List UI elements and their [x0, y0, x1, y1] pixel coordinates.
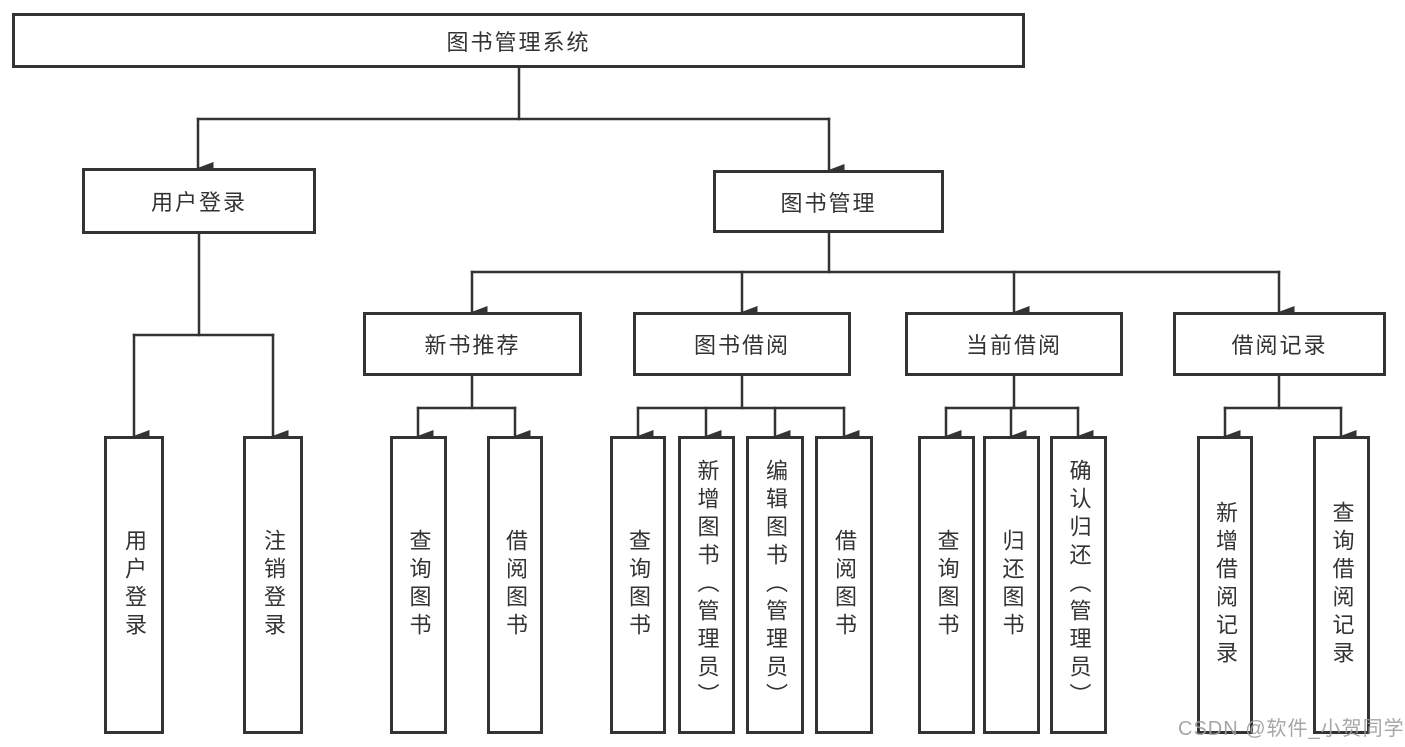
- node-user-login: 用户登录: [82, 168, 316, 234]
- leaf-logout: 注销登录: [243, 436, 303, 734]
- leaf-query-borrow-record: 查询借阅记录: [1313, 436, 1370, 734]
- connector-group: [132, 66, 1357, 442]
- leaf-confirm-return-admin: 确认归还（管理员）: [1050, 436, 1107, 734]
- watermark: CSDN @软件_小贺同学: [1178, 718, 1405, 740]
- leaf-return-book: 归还图书: [983, 436, 1040, 734]
- leaf-query-books-recommend: 查询图书: [390, 436, 447, 734]
- node-borrow-records: 借阅记录: [1173, 312, 1386, 376]
- leaf-borrow-books-recommend: 借阅图书: [487, 436, 543, 734]
- node-current-borrow: 当前借阅: [905, 312, 1123, 376]
- leaf-add-book-admin: 新增图书（管理员）: [678, 436, 735, 734]
- leaf-user-login: 用户登录: [104, 436, 164, 734]
- leaf-edit-book-admin: 编辑图书（管理员）: [746, 436, 804, 734]
- node-root: 图书管理系统: [12, 13, 1025, 68]
- leaf-borrow-books-borrow: 借阅图书: [815, 436, 873, 734]
- leaf-query-books-current: 查询图书: [918, 436, 975, 734]
- node-book-management: 图书管理: [713, 170, 944, 233]
- node-new-book-recommend: 新书推荐: [363, 312, 582, 376]
- leaf-add-borrow-record: 新增借阅记录: [1197, 436, 1253, 734]
- leaf-query-books-borrow: 查询图书: [610, 436, 666, 734]
- node-book-borrow: 图书借阅: [633, 312, 851, 376]
